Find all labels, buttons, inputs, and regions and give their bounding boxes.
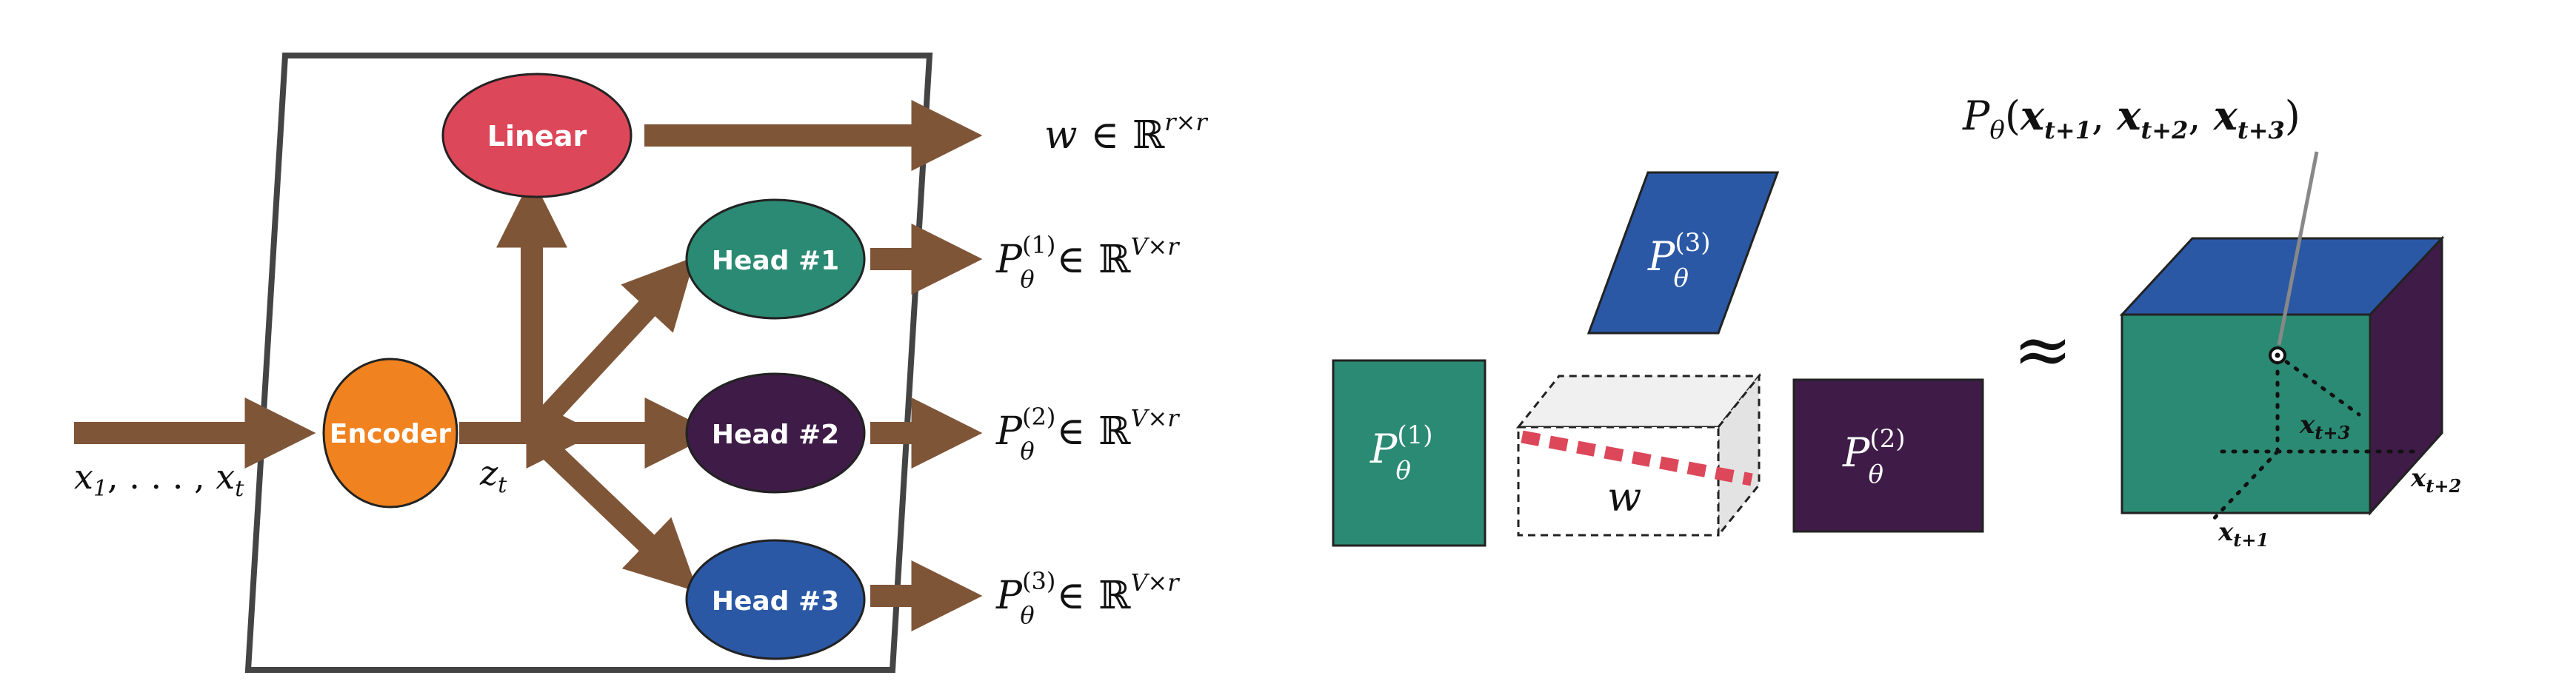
- joint-prob-label: Pθ(xt+1, xt+2, xt+3): [1962, 92, 2300, 145]
- encoder-label: Encoder: [330, 419, 451, 449]
- arrows: [74, 99, 983, 632]
- node-head3: Head #3: [685, 539, 866, 660]
- cube-front-face: [2120, 313, 2372, 514]
- head3-label: Head #3: [712, 586, 839, 617]
- w-output-label: w∈ℝr×r: [1044, 108, 1208, 158]
- core-box-top: [1515, 375, 1762, 429]
- node-linear: Linear: [441, 73, 633, 198]
- core-w-label: w: [1607, 474, 1641, 520]
- axis-label-t1: xt+1: [2218, 517, 2269, 551]
- node-head1: Head #1: [685, 198, 866, 320]
- prob-pointer-line: [2277, 151, 2319, 346]
- joint-tensor-panel: Pθ(xt+1, xt+2, xt+3) xt+3 xt+2 xt+1: [1962, 92, 2461, 551]
- p3-matrix-label: P(3)θ: [1647, 228, 1711, 293]
- p1-output-label: P(1)θ∈ℝV×r: [995, 231, 1180, 293]
- head1-label: Head #1: [712, 246, 839, 276]
- input-sequence-label: x1, . . . , xt: [74, 457, 244, 502]
- core-diagonal-dashes: [1521, 430, 1753, 486]
- p3-output-label: P(3)θ∈ℝV×r: [995, 567, 1180, 629]
- core-box: w: [1515, 372, 1762, 539]
- hidden-state-label: zt: [479, 453, 507, 498]
- node-head2: Head #2: [685, 372, 866, 494]
- p1-rectangle: [1332, 359, 1486, 547]
- p2-rectangle: [1792, 378, 1984, 533]
- p1-matrix-label: P(1)θ: [1369, 420, 1433, 486]
- p2-matrix-label: P(2)θ: [1842, 424, 1906, 489]
- architecture-panel: Linear Encoder Head #1 Head #2 Head #3 x…: [74, 53, 1208, 673]
- factorization-panel: P(3)θ P(1)θ w P(2)θ ≈: [1332, 171, 2072, 547]
- approx-symbol: ≈: [2013, 308, 2072, 391]
- to-head1-arrow: [523, 256, 695, 441]
- p3-parallelogram: [1586, 171, 1780, 335]
- axis-label-t2: xt+2: [2410, 463, 2461, 497]
- axis-label-t3: xt+3: [2299, 410, 2350, 443]
- cube-axes: [2209, 353, 2420, 524]
- to-head3-arrow: [524, 425, 698, 592]
- node-encoder: Encoder: [322, 358, 458, 509]
- p2-output-label: P(2)θ∈ℝV×r: [995, 403, 1180, 465]
- head2-label: Head #2: [712, 420, 839, 450]
- core-box-side: [1717, 372, 1761, 539]
- linear-label: Linear: [487, 120, 587, 152]
